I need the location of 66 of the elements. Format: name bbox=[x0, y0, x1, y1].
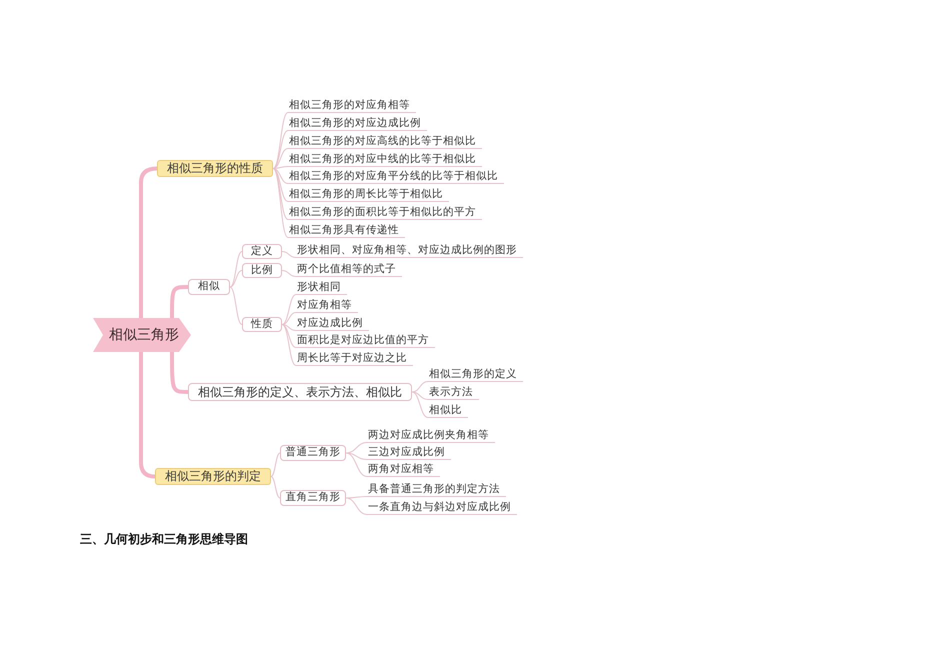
subtopic-box: 普通三角形 bbox=[280, 445, 346, 461]
connector-line bbox=[412, 392, 428, 400]
connector-line bbox=[282, 251, 296, 258]
leaf-topic-text: 两角对应相等 bbox=[367, 462, 440, 477]
connector-line bbox=[230, 270, 242, 288]
section-heading: 三、几何初步和三角形思维导图 bbox=[80, 531, 248, 547]
connector-line bbox=[282, 324, 296, 331]
connector-line bbox=[282, 312, 296, 325]
connector-line bbox=[282, 270, 296, 277]
connector-line bbox=[230, 251, 242, 288]
connector-line bbox=[412, 392, 428, 418]
connector-line bbox=[272, 130, 288, 169]
leaf-topic-text: 相似三角形的对应高线的比等于相似比 bbox=[288, 134, 482, 149]
leaf-topic-text: 相似三角形的定义 bbox=[428, 367, 523, 382]
connector-line bbox=[346, 496, 368, 498]
connector-line bbox=[270, 452, 280, 477]
leaf-topic-text: 相似比 bbox=[428, 403, 468, 418]
connector-line bbox=[346, 498, 368, 515]
leaf-topic-text: 相似三角形的面积比等于相似比的平方 bbox=[288, 205, 482, 220]
subtopic-box: 比例 bbox=[242, 263, 282, 278]
connector-line bbox=[272, 168, 288, 202]
leaf-topic-text: 周长比等于对应边之比 bbox=[296, 351, 413, 366]
leaf-topic-text: 相似三角形的对应中线的比等于相似比 bbox=[288, 152, 482, 167]
leaf-topic-text: 一条直角边与斜边对应成比例 bbox=[367, 500, 517, 515]
central-topic: 相似三角形 bbox=[93, 318, 191, 352]
main-topic-box: 相似三角形的判定 bbox=[155, 468, 271, 485]
subtopic-box: 相似 bbox=[188, 279, 230, 295]
main-topic-box: 相似三角形的性质 bbox=[157, 160, 273, 177]
leaf-topic-text: 三边对应成比例 bbox=[367, 445, 451, 460]
main-branch-line bbox=[139, 350, 157, 478]
leaf-topic-text: 形状相同、对应角相等、对应边成比例的图形 bbox=[296, 243, 523, 258]
subtopic-box: 直角三角形 bbox=[280, 490, 346, 506]
connector-line bbox=[282, 324, 296, 348]
connector-line bbox=[282, 324, 296, 366]
connector-line bbox=[346, 452, 368, 460]
leaf-topic-text: 对应角相等 bbox=[296, 298, 358, 313]
connector-line bbox=[346, 442, 368, 454]
leaf-topic-text: 具备普通三角形的判定方法 bbox=[367, 482, 506, 497]
main-branch-line bbox=[139, 166, 159, 320]
connector-line bbox=[272, 168, 288, 184]
connector-line bbox=[272, 168, 288, 238]
leaf-topic-text: 相似三角形的对应边成比例 bbox=[288, 116, 427, 131]
leaf-topic-text: 两个比值相等的式子 bbox=[296, 262, 402, 277]
leaf-topic-text: 相似三角形的对应角相等 bbox=[288, 98, 416, 113]
connector-line bbox=[346, 452, 368, 477]
leaf-topic-text: 对应边成比例 bbox=[296, 316, 369, 331]
leaf-topic-text: 相似三角形的对应角平分线的比等于相似比 bbox=[288, 169, 504, 184]
leaf-topic-text: 两边对应成比例夹角相等 bbox=[367, 428, 495, 443]
subtopic-box: 性质 bbox=[242, 317, 282, 332]
connector-line bbox=[412, 381, 428, 392]
main-branch-line bbox=[170, 285, 190, 320]
main-branch-line bbox=[170, 350, 190, 394]
subtopic-box: 相似三角形的定义、表示方法、相似比 bbox=[188, 383, 412, 401]
leaf-topic-text: 形状相同 bbox=[296, 280, 347, 295]
connector-line bbox=[272, 112, 288, 169]
connector-line bbox=[272, 168, 288, 220]
connector-line bbox=[272, 166, 288, 169]
leaf-topic-text: 相似三角形具有传递性 bbox=[288, 223, 405, 238]
leaf-topic-text: 相似三角形的周长比等于相似比 bbox=[288, 187, 449, 202]
connector-line bbox=[272, 148, 288, 169]
leaf-topic-text: 表示方法 bbox=[428, 385, 479, 400]
subtopic-box: 定义 bbox=[242, 244, 282, 259]
connector-line bbox=[282, 294, 296, 325]
connector-line bbox=[230, 286, 242, 325]
connector-line bbox=[270, 476, 280, 498]
leaf-topic-text: 面积比是对应边比值的平方 bbox=[296, 333, 435, 348]
